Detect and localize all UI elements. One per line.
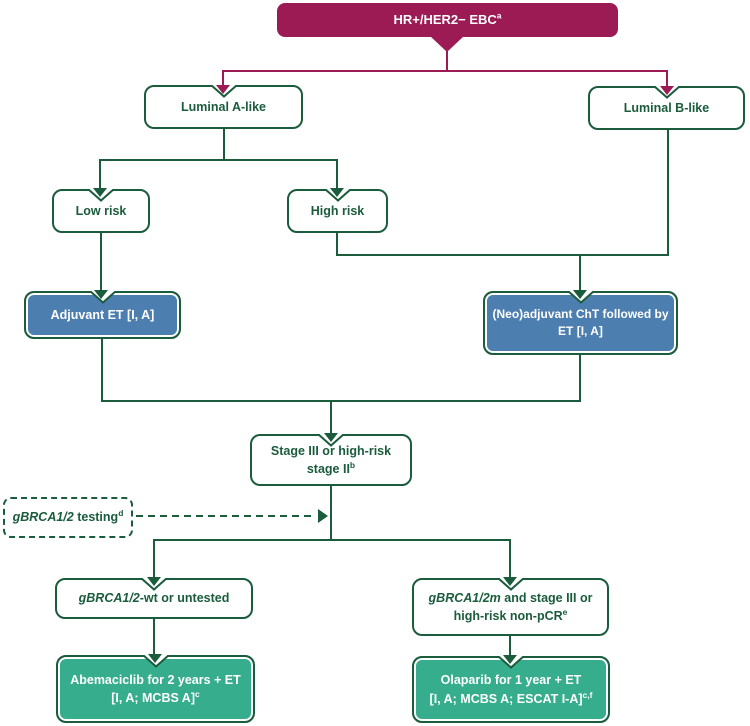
node-root-label: HR+/HER2− EBCa xyxy=(393,10,502,27)
node-luminal-a-label: Luminal A-like xyxy=(181,99,266,114)
notch-icon xyxy=(652,85,681,99)
node-gbrca-wt-label: gBRCA1/2-wt or untested xyxy=(78,591,230,606)
notch-icon xyxy=(497,655,525,669)
node-abemaciclib-label: Abemaciclib for 2 years + ET[I, A; MCBS … xyxy=(70,672,241,705)
notch-icon xyxy=(87,188,115,202)
node-olaparib: Olaparib for 1 year + ET[I, A; MCBS A; E… xyxy=(412,655,610,723)
node-root: HR+/HER2− EBCa xyxy=(277,3,618,37)
notch-icon xyxy=(209,84,238,98)
dashed-connector xyxy=(136,509,328,523)
node-abemaciclib: Abemaciclib for 2 years + ET[I, A; MCBS … xyxy=(56,654,255,723)
node-low-risk: Low risk xyxy=(52,188,150,233)
node-luminal-a: Luminal A-like xyxy=(144,84,303,129)
node-high-risk-label: High risk xyxy=(310,203,365,218)
node-adjuvant-et-label: Adjuvant ET [I, A] xyxy=(50,307,155,322)
notch-icon xyxy=(88,290,117,304)
notch-icon xyxy=(141,654,170,668)
node-gbrca-wt: gBRCA1/2-wt or untested xyxy=(55,577,253,619)
arrow-gbrca-testing xyxy=(318,509,328,523)
node-luminal-b: Luminal B-like xyxy=(588,85,745,130)
node-high-risk: High risk xyxy=(287,188,388,233)
node-adjuvant-et: Adjuvant ET [I, A] xyxy=(24,290,181,339)
node-luminal-b-label: Luminal B-like xyxy=(623,100,710,115)
node-olaparib-label: Olaparib for 1 year + ET[I, A; MCBS A; E… xyxy=(429,673,593,706)
root-tail-pointer xyxy=(430,36,464,52)
notch-icon xyxy=(566,290,595,304)
notch-icon xyxy=(323,188,352,202)
node-gbrca-testing-label: gBRCA1/2 testingd xyxy=(12,508,124,525)
node-low-risk-label: Low risk xyxy=(75,203,127,218)
node-gbrca-testing: gBRCA1/2 testingd xyxy=(3,497,133,538)
